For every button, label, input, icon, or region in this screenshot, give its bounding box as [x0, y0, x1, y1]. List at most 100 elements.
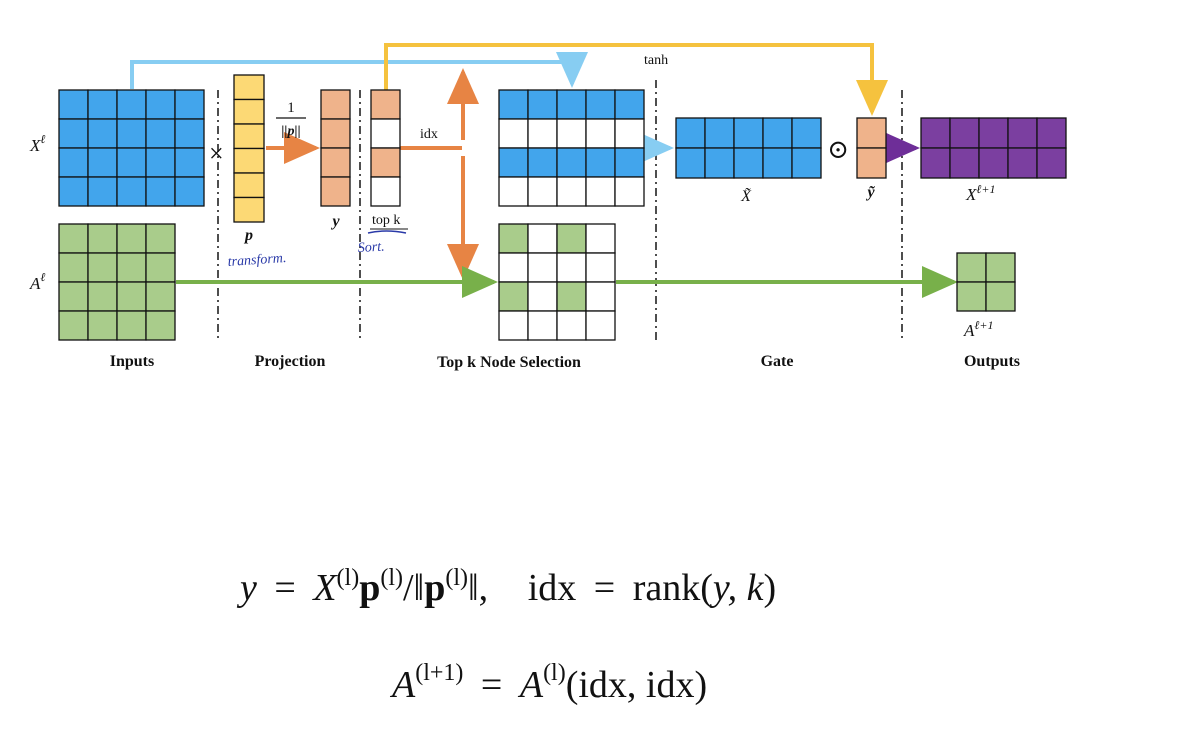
matrix-x-topk-cell	[556, 147, 587, 178]
vector-y-cell	[320, 176, 351, 207]
matrix-a-out	[956, 252, 1016, 312]
times-symbol: ×	[209, 139, 224, 168]
matrix-x-topk-cell	[585, 147, 616, 178]
matrix-x-input-cell	[145, 89, 176, 120]
vector-y-tilde-cell	[856, 147, 887, 179]
matrix-a-out-cell	[985, 252, 1016, 283]
matrix-x-input-cell	[116, 89, 147, 120]
matrix-a-input-cell	[87, 281, 118, 312]
label-p: p	[243, 227, 253, 244]
equation-1: y = X(l)p(l)/‖p(l)‖, idx = rank(y, k)	[236, 565, 776, 609]
matrix-x-out-cell	[920, 147, 951, 179]
matrix-a-topk-cell	[585, 281, 616, 312]
matrix-x-topk	[498, 89, 645, 207]
section-outputs: Outputs	[964, 353, 1020, 370]
section-inputs: Inputs	[110, 353, 154, 370]
matrix-x-tilde-cell	[704, 117, 735, 149]
matrix-x-input	[58, 89, 205, 207]
matrix-x-tilde-cell	[675, 147, 706, 179]
matrix-x-input-cell	[174, 89, 205, 120]
matrix-x-out-cell	[949, 117, 980, 149]
matrix-a-topk-cell	[585, 310, 616, 341]
label-a-l: Aℓ	[29, 270, 45, 293]
vector-p-cell	[233, 196, 265, 223]
matrix-x-topk-cell	[614, 176, 645, 207]
vector-sorted-cell	[370, 89, 401, 120]
matrix-a-input-cell	[87, 223, 118, 254]
matrix-a-out-cell	[956, 252, 987, 283]
matrix-a-topk-cell	[585, 252, 616, 283]
matrix-a-out-cell	[985, 281, 1016, 312]
hand-sort: Sort.	[357, 240, 385, 256]
matrix-x-topk-cell	[527, 118, 558, 149]
matrix-x-input-cell	[87, 118, 118, 149]
matrix-a-topk-cell	[556, 310, 587, 341]
section-gate: Gate	[761, 353, 794, 370]
vector-p-cell	[233, 123, 265, 150]
matrix-x-input-cell	[58, 176, 89, 207]
matrix-a-out-cell	[956, 281, 987, 312]
matrix-a-topk-cell	[527, 223, 558, 254]
matrix-a-topk-cell	[498, 252, 529, 283]
matrix-x-topk-cell	[527, 147, 558, 178]
matrix-x-tilde-cell	[704, 147, 735, 179]
matrix-a-input-cell	[58, 281, 89, 312]
matrix-a-topk-cell	[498, 281, 529, 312]
matrix-x-topk-cell	[498, 118, 529, 149]
vector-sorted-cell	[370, 176, 401, 207]
matrix-x-topk-cell	[527, 176, 558, 207]
matrix-x-out-cell	[920, 117, 951, 149]
label-x-out: Xℓ+1	[965, 182, 996, 204]
matrix-x-topk-cell	[614, 147, 645, 178]
matrix-x-out	[920, 117, 1067, 179]
matrix-x-input-cell	[58, 89, 89, 120]
vector-p-cell	[233, 147, 265, 174]
matrix-x-out-cell	[1036, 147, 1067, 179]
matrix-a-topk-cell	[556, 252, 587, 283]
matrix-a-input-cell	[116, 252, 147, 283]
matrix-x-input-cell	[87, 89, 118, 120]
matrix-x-tilde-cell	[675, 117, 706, 149]
matrix-a-input-cell	[145, 281, 176, 312]
hand-transform: transform.	[227, 251, 287, 270]
vector-y-cell	[320, 118, 351, 149]
matrix-a-input-cell	[87, 310, 118, 341]
matrix-x-out-cell	[1007, 117, 1038, 149]
label-x-tilde: X̃	[740, 187, 752, 205]
matrix-x-out-cell	[1007, 147, 1038, 179]
matrix-a-topk-cell	[556, 281, 587, 312]
matrix-x-input-cell	[145, 176, 176, 207]
frac-numerator: 1	[287, 100, 295, 116]
matrix-a-topk	[498, 223, 616, 341]
section-separators	[217, 80, 903, 340]
matrix-x-tilde-cell	[791, 117, 822, 149]
matrix-a-input-cell	[87, 252, 118, 283]
matrix-a-input	[58, 223, 176, 341]
matrix-a-input-cell	[145, 252, 176, 283]
vector-sorted-cell	[370, 147, 401, 178]
matrix-x-tilde-cell	[733, 147, 764, 179]
matrix-a-input-cell	[58, 310, 89, 341]
matrix-a-topk-cell	[556, 223, 587, 254]
matrix-x-input-cell	[145, 118, 176, 149]
matrix-x-topk-cell	[498, 147, 529, 178]
label-y: y	[330, 213, 340, 230]
equation-2: A(l+1) = A(l)(idx, idx)	[389, 647, 707, 706]
vector-sorted	[370, 89, 401, 207]
matrix-x-tilde	[675, 117, 822, 179]
matrix-x-out-cell	[978, 147, 1009, 179]
matrix-x-input-cell	[116, 118, 147, 149]
matrix-a-input-cell	[58, 223, 89, 254]
vector-p	[233, 74, 265, 223]
label-topk: top k	[372, 213, 400, 228]
arrow-blue-top	[130, 52, 588, 89]
matrix-a-topk-cell	[585, 223, 616, 254]
section-projection: Projection	[255, 353, 326, 370]
matrix-x-input-cell	[174, 118, 205, 149]
label-idx: idx	[420, 127, 438, 142]
matrix-x-input-cell	[87, 176, 118, 207]
matrix-x-input-cell	[174, 147, 205, 178]
label-tanh: tanh	[644, 53, 668, 68]
matrix-x-topk-cell	[556, 176, 587, 207]
